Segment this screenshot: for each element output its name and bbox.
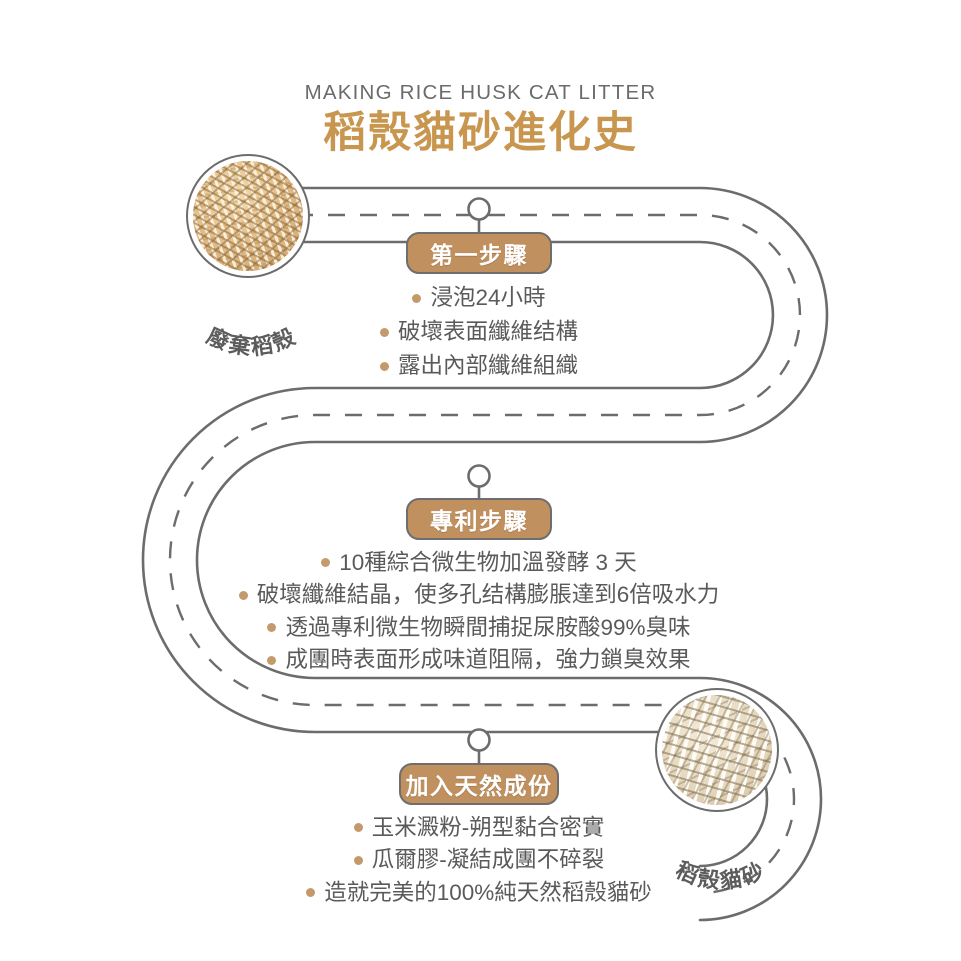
step-3-badge[interactable]: 加入天然成份 (399, 763, 559, 805)
bullet-dot-icon (267, 655, 277, 665)
bullet-dot-icon (379, 361, 389, 371)
list-item: 造就完美的100%純天然稻殼貓砂 (255, 878, 703, 908)
list-item-label: 破壞表面纖維结構 (397, 319, 578, 345)
step-3-bullets: 玉米澱粉-朔型黏合密實 瓜爾膠-凝結成團不碎裂 造就完美的100%純天然稻殼貓砂 (255, 810, 703, 910)
page-title: 稻殼貓砂進化史 (323, 108, 638, 157)
milestone-pin-step-3 (467, 728, 491, 765)
milestone-pin-step-2 (467, 464, 491, 500)
list-item-label: 浸泡24小時 (430, 285, 546, 310)
cat-litter-pellets-photo (662, 695, 772, 805)
step-2-bullets: 10種綜合微生物加溫發酵 3 天 破壞纖維結晶，使多孔结構膨脹達到6倍吸水力 透… (190, 545, 768, 678)
list-item-label: 透過專利微生物瞬間捕捉尿胺酸99%臭味 (285, 614, 691, 640)
bullet-dot-icon (379, 327, 389, 337)
bullet-dot-icon (321, 558, 331, 568)
step-1-bullets: 浸泡24小時 破壞表面纖維结構 露出內部纖維組織 (281, 279, 677, 385)
list-item: 破壞表面纖維结構 (281, 317, 677, 347)
bullet-dot-icon (238, 590, 248, 600)
list-item-label: 破壞纖維結晶，使多孔结構膨脹達到6倍吸水力 (256, 582, 720, 608)
list-item: 玉米澱粉-朔型黏合密實 (255, 813, 703, 843)
list-item: 成團時表面形成味道阻隔，強力鎖臭效果 (190, 645, 768, 675)
rice-husk-photo (193, 161, 303, 271)
list-item-label: 造就完美的100%純天然稻殼貓砂 (324, 879, 652, 905)
list-item-label: 10種綜合微生物加溫發酵 3 天 (339, 549, 637, 575)
bullet-dot-icon (412, 293, 422, 303)
list-item: 透過專利微生物瞬間捕捉尿胺酸99%臭味 (190, 613, 768, 643)
header-eyebrow: MAKING RICE HUSK CAT LITTER (304, 81, 657, 104)
list-item-label: 成團時表面形成味道阻隔，強力鎖臭效果 (285, 647, 691, 673)
list-item: 瓜爾膠-凝結成團不碎裂 (255, 845, 703, 875)
start-node (186, 154, 310, 278)
bullet-dot-icon (353, 823, 363, 833)
page-header: MAKING RICE HUSK CAT LITTER 稻殼貓砂進化史 (0, 81, 961, 158)
step-1-badge[interactable]: 第一步驟 (406, 232, 552, 274)
list-item: 10種綜合微生物加溫發酵 3 天 (190, 548, 768, 578)
list-item-label: 玉米澱粉-朔型黏合密實 (371, 814, 605, 840)
bullet-dot-icon (267, 623, 277, 633)
list-item: 露出內部纖維組織 (281, 351, 677, 381)
end-node (655, 688, 779, 812)
bullet-dot-icon (353, 855, 363, 865)
bullet-dot-icon (306, 888, 316, 898)
step-2-badge[interactable]: 專利步驟 (406, 498, 552, 540)
list-item: 破壞纖維結晶，使多孔结構膨脹達到6倍吸水力 (190, 580, 768, 610)
list-item: 浸泡24小時 (281, 283, 677, 313)
list-item-label: 露出內部纖維組織 (397, 353, 578, 379)
list-item-label: 瓜爾膠-凝結成團不碎裂 (371, 847, 605, 873)
